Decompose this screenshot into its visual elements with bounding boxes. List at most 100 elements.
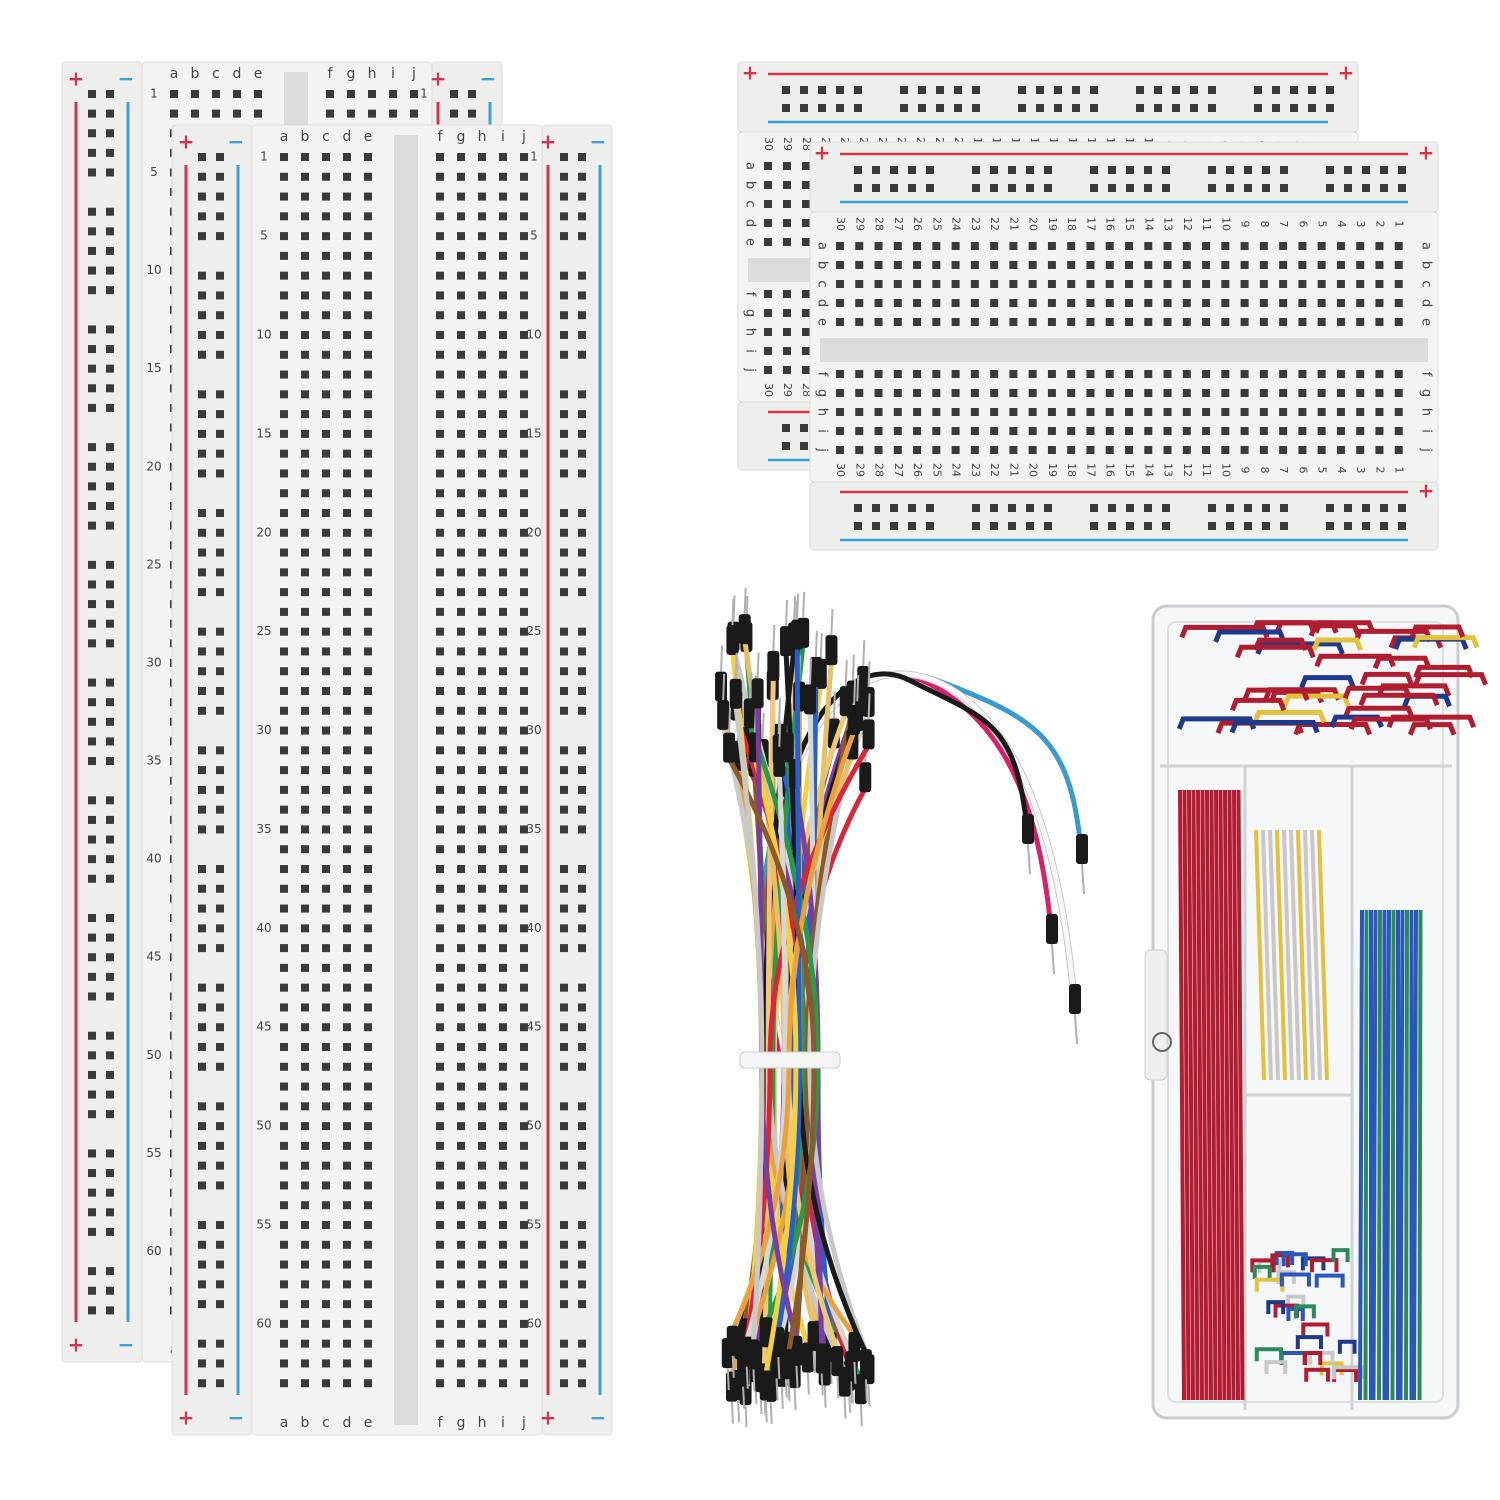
- tie-point-hole: [457, 1319, 465, 1328]
- row-number: 40: [146, 852, 161, 866]
- center-channel: [820, 338, 1428, 362]
- rail-hole: [106, 737, 114, 746]
- jumper-pin: [830, 609, 834, 636]
- tie-point-hole: [343, 785, 351, 794]
- tie-point-hole: [343, 983, 351, 992]
- rail-hole: [560, 904, 568, 913]
- tie-point-hole: [1009, 389, 1018, 397]
- jumper-pin: [1074, 1013, 1078, 1045]
- rail-hole: [88, 521, 96, 530]
- tie-point-hole: [343, 271, 351, 280]
- jumper-pin: [764, 1400, 768, 1423]
- tie-point-hole: [280, 1240, 288, 1249]
- rail-hole: [216, 924, 224, 933]
- rail-hole: [216, 271, 224, 280]
- tie-point-hole: [499, 232, 507, 241]
- tie-point-hole: [457, 271, 465, 280]
- rail-hole: [216, 232, 224, 241]
- tie-point-hole: [280, 726, 288, 735]
- rail-hole: [926, 184, 934, 192]
- tie-point-hole: [783, 219, 791, 227]
- tie-point-hole: [457, 1379, 465, 1388]
- tie-point-hole: [389, 90, 397, 98]
- tie-point-hole: [343, 1300, 351, 1309]
- tie-point-hole: [410, 90, 418, 98]
- tie-point-hole: [436, 192, 444, 201]
- tie-point-hole: [280, 1300, 288, 1309]
- rail-hole: [1008, 522, 1016, 530]
- jumper-pin: [849, 1381, 853, 1404]
- tie-point-hole: [364, 311, 372, 320]
- rail-hole: [560, 291, 568, 300]
- tie-point-hole: [499, 825, 507, 834]
- tie-point-hole: [499, 449, 507, 458]
- tie-point-hole: [436, 1043, 444, 1051]
- rail-hole: [1262, 184, 1270, 192]
- tie-point-hole: [499, 370, 507, 379]
- rail-hole: [1326, 504, 1334, 512]
- tie-point-hole: [499, 667, 507, 676]
- tie-point-hole: [836, 280, 844, 288]
- jumper-pin: [737, 1399, 741, 1422]
- row-number: 55: [146, 1146, 161, 1160]
- tie-point-hole: [436, 548, 444, 557]
- rail-hole: [216, 1379, 224, 1388]
- rail-hole: [88, 560, 96, 569]
- jumper-white-yellow: [1282, 829, 1294, 1081]
- tie-point-hole: [970, 446, 979, 454]
- rail-hole: [1136, 104, 1144, 112]
- rail-hole: [88, 90, 96, 98]
- rail-hole: [908, 504, 916, 512]
- rail-hole: [88, 345, 96, 354]
- rail-hole: [198, 1141, 206, 1150]
- column-number: 23: [969, 217, 982, 231]
- rail-hole: [1036, 86, 1044, 94]
- tie-point-hole: [280, 331, 288, 339]
- row-letter: a: [815, 242, 830, 250]
- column-letter: h: [478, 129, 487, 145]
- jumper-pin-housing: [747, 1339, 760, 1370]
- tie-point-hole: [322, 1082, 330, 1091]
- jumper-pin-housing: [825, 635, 838, 666]
- tie-point-hole: [301, 1260, 309, 1269]
- rail-hole: [1018, 104, 1026, 112]
- tie-point-hole: [520, 1141, 528, 1150]
- jumper-pin: [730, 1401, 734, 1424]
- rail-hole: [88, 717, 96, 726]
- rail-hole: [972, 166, 980, 174]
- column-number: 18: [1065, 217, 1078, 231]
- rail-hole: [106, 619, 114, 628]
- tie-point-hole: [1086, 408, 1095, 416]
- minus-symbol: −: [590, 130, 607, 154]
- tie-point-hole: [301, 785, 309, 794]
- tie-point-hole: [499, 1102, 507, 1111]
- tie-point-hole: [520, 1300, 528, 1309]
- tie-point-hole: [322, 825, 330, 834]
- tie-point-hole: [520, 845, 528, 854]
- rail-hole: [1380, 184, 1388, 192]
- long-jumper-red: [1187, 789, 1195, 1401]
- tie-point-hole: [322, 1122, 330, 1131]
- tie-point-hole: [457, 845, 465, 854]
- rail-hole: [1190, 104, 1198, 112]
- rail-hole: [560, 429, 568, 438]
- rail-hole: [1090, 166, 1098, 174]
- rail-hole: [890, 166, 898, 174]
- tie-point-hole: [457, 489, 465, 498]
- row-number: 45: [146, 950, 161, 964]
- column-number: 7: [1277, 467, 1290, 474]
- tie-point-hole: [499, 172, 507, 181]
- tie-point-hole: [170, 90, 178, 98]
- column-letter: c: [212, 66, 220, 82]
- tie-point-hole: [1105, 280, 1114, 288]
- tie-point-hole: [1394, 389, 1403, 397]
- tie-point-hole: [364, 627, 372, 636]
- tie-point-hole: [1356, 318, 1365, 326]
- column-number: 18: [1065, 463, 1078, 477]
- row-letter: b: [1419, 261, 1434, 269]
- tie-point-hole: [301, 924, 309, 933]
- rail-hole: [1208, 86, 1216, 94]
- tie-point-hole: [364, 1043, 372, 1051]
- rail-hole: [1226, 522, 1234, 530]
- tie-point-hole: [1240, 318, 1249, 326]
